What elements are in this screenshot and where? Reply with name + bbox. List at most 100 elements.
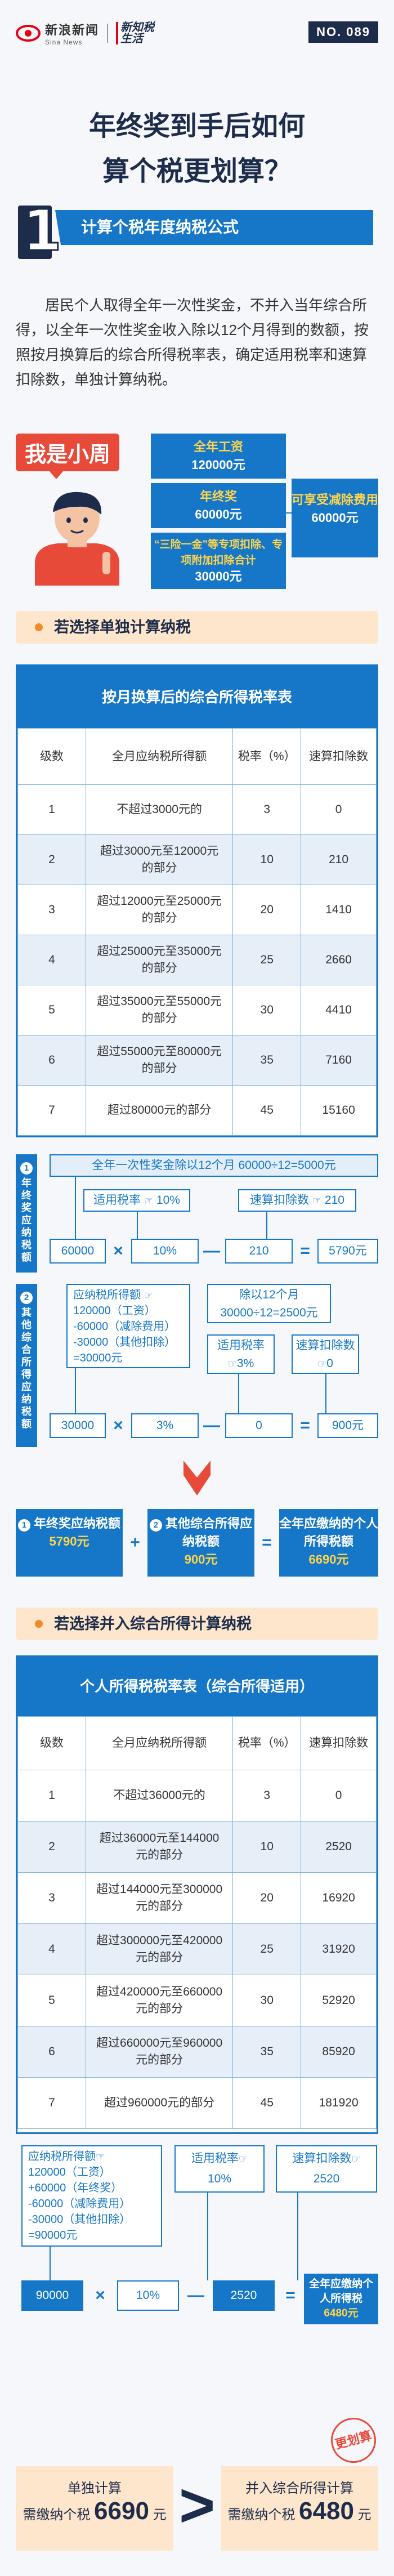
pointer-icon: ☞ bbox=[144, 1195, 154, 1206]
calc1-label: 年终奖应纳税额 bbox=[21, 1177, 32, 1263]
calc2-b: 3% bbox=[131, 1413, 199, 1438]
table-cell: 0 bbox=[301, 1770, 377, 1821]
bullet-dot-icon bbox=[35, 1620, 43, 1628]
pointer-icon: ☞ bbox=[351, 2153, 361, 2164]
sum-eq: = bbox=[262, 1533, 272, 1552]
pointer-icon: ☞ bbox=[238, 2153, 248, 2164]
calc2-income-line-3: -30000（其他扣除） bbox=[73, 1336, 176, 1349]
table-cell: 2 bbox=[17, 834, 87, 885]
table-cell: 超过144000元至300000元的部分 bbox=[86, 1872, 234, 1924]
calc3-rate: 10% bbox=[207, 2172, 232, 2185]
person-avatar-icon bbox=[35, 492, 119, 586]
table-cell: 2660 bbox=[301, 935, 377, 985]
calc1-rate-box: 适用税率 ☞ 10% bbox=[83, 1189, 190, 1212]
table-cell: 30 bbox=[232, 985, 302, 1035]
calc1-connector bbox=[137, 1212, 138, 1239]
sina-eye-icon bbox=[16, 25, 41, 42]
table-cell: 超过36000元至144000元的部分 bbox=[86, 1821, 234, 1873]
table-cell: 4410 bbox=[301, 985, 377, 1035]
section-1-header: 1 计算个税年度纳税公式 bbox=[16, 199, 378, 262]
salary-value: 120000元 bbox=[191, 458, 245, 472]
table-cell: 0 bbox=[301, 784, 377, 835]
table-cell: 3 bbox=[232, 784, 302, 835]
issue-number: NO. 089 bbox=[308, 21, 378, 43]
sum-b-num: 2 bbox=[149, 1519, 162, 1532]
calc3-connector bbox=[207, 2193, 208, 2280]
deduction-box: “三险一金”等专项扣除、专项附加扣除合计 30000元 bbox=[151, 533, 286, 589]
brand-en: Sina News bbox=[45, 38, 83, 46]
standard-label: 可享受减除费用 bbox=[292, 493, 379, 507]
calc2-op2: — bbox=[203, 1416, 220, 1435]
calc2-rate: 3% bbox=[236, 1357, 254, 1370]
table-cell: 超过960000元的部分 bbox=[86, 2077, 234, 2129]
calc3-income-line-4: -30000（其他扣除） bbox=[28, 2213, 131, 2226]
calc1-rate: 10% bbox=[156, 1194, 180, 1207]
compare-left-prefix: 需缴纳个税 bbox=[23, 2507, 91, 2523]
calc2-income-label: 应纳税所得额 bbox=[73, 1289, 141, 1301]
calc1-b: 10% bbox=[131, 1239, 199, 1264]
calc2-income-line-1: 120000（工资） bbox=[73, 1305, 156, 1317]
compare-left-value: 6690 bbox=[94, 2497, 149, 2525]
calc3-income-line-2: +60000（年终奖） bbox=[28, 2182, 123, 2194]
table-header-cell: 全月应纳税所得额 bbox=[86, 728, 234, 785]
section-title: 计算个税年度纳税公式 bbox=[55, 210, 373, 245]
table-cell: 超过420000元至660000元的部分 bbox=[86, 1975, 234, 2026]
calc3-rate-box: 适用税率☞ 10% bbox=[174, 2145, 265, 2193]
table-cell: 10 bbox=[232, 1821, 302, 1873]
table-header-cell: 税率（%） bbox=[232, 728, 302, 785]
calc3-op3: = bbox=[285, 2286, 296, 2305]
table-cell: 35 bbox=[232, 1035, 302, 1086]
table-cell: 5 bbox=[17, 1975, 87, 2026]
table-header-cell: 全月应纳税所得额 bbox=[86, 1716, 234, 1770]
table-header-cell: 速算扣除数 bbox=[301, 728, 377, 785]
comparison-block: 单独计算 需缴纳个税 6690 元 > 并入综合所得计算 需缴纳个税 6480 … bbox=[16, 2413, 381, 2551]
compare-combined: 并入综合所得计算 需缴纳个税 6480 元 bbox=[221, 2466, 378, 2551]
deduction-label: “三险一金”等专项扣除、专项附加扣除合计 bbox=[154, 539, 283, 566]
option-combined-heading: 若选择并入综合所得计算纳税 bbox=[16, 1608, 378, 1640]
calc2-income-box: 应纳税所得额 ☞ 120000（工资） -60000（减除费用） -30000（… bbox=[66, 1284, 190, 1368]
compare-right-unit: 元 bbox=[357, 2507, 371, 2523]
compare-right-title: 并入综合所得计算 bbox=[245, 2481, 353, 2496]
calc2-connector bbox=[325, 1374, 326, 1413]
calc2-quick-box: 速算扣除数 ☞0 bbox=[292, 1334, 359, 1374]
calc2-number-badge: 2 bbox=[20, 1292, 33, 1304]
calc1-c: 210 bbox=[225, 1239, 293, 1264]
calc1-number-badge: 1 bbox=[20, 1162, 33, 1175]
table-cell: 20 bbox=[232, 885, 302, 935]
calc2-monthly-label: 除以12个月 bbox=[239, 1288, 299, 1301]
calc3-c: 2520 bbox=[213, 2280, 275, 2311]
standard-value: 60000元 bbox=[311, 511, 359, 525]
sum-b-value: 900元 bbox=[184, 1552, 218, 1566]
table-cell: 35 bbox=[232, 2026, 302, 2078]
calc2-rate-label: 适用税率 bbox=[217, 1339, 265, 1352]
calc2-op1: × bbox=[113, 1416, 123, 1435]
calc2-side-label: 2 其他综合所得应纳税额 bbox=[16, 1284, 37, 1447]
persona-block: 我是小周 全年工资 120000元 年终奖 60000元 “三险一金”等专项扣除… bbox=[16, 434, 378, 591]
sum-total-label: 全年应缴纳的个人所得税额 bbox=[279, 1516, 379, 1548]
calc3-a: 90000 bbox=[21, 2280, 83, 2311]
table-cell: 3 bbox=[232, 1770, 302, 1821]
table-cell: 超过12000元至25000元的部分 bbox=[86, 885, 234, 935]
calc-bonus-block: 1 年终奖应纳税额 全年一次性奖金除以12个月 60000÷12=5000元 适… bbox=[16, 1154, 378, 1273]
calc2-quick-label: 速算扣除数 bbox=[296, 1339, 355, 1352]
table-cell: 4 bbox=[17, 1923, 87, 1975]
sum-total-value: 6690元 bbox=[308, 1552, 349, 1566]
table-cell: 7 bbox=[17, 2077, 87, 2129]
table-cell: 7 bbox=[17, 1085, 87, 1136]
table-cell: 2 bbox=[17, 1821, 87, 1873]
persona-tag: 我是小周 bbox=[16, 434, 120, 479]
pointer-icon: ☞ bbox=[312, 1195, 322, 1206]
table-cell: 6 bbox=[17, 1035, 87, 1086]
sum-other-box: 2 其他综合所得应纳税额 900元 bbox=[147, 1509, 254, 1577]
calc2-c: 0 bbox=[225, 1413, 293, 1438]
pointer-icon: ☞ bbox=[227, 1358, 237, 1369]
calc2-monthly: 30000÷12=2500元 bbox=[220, 1306, 318, 1319]
sum-bonus-box: 1 年终奖应纳税额 5790元 bbox=[16, 1509, 123, 1577]
table-cell: 10 bbox=[232, 834, 302, 885]
calc3-income-box: 应纳税所得额☞ 120000（工资） +60000（年终奖） -60000（减除… bbox=[21, 2145, 162, 2247]
calc1-rate-label: 适用税率 bbox=[93, 1194, 141, 1207]
